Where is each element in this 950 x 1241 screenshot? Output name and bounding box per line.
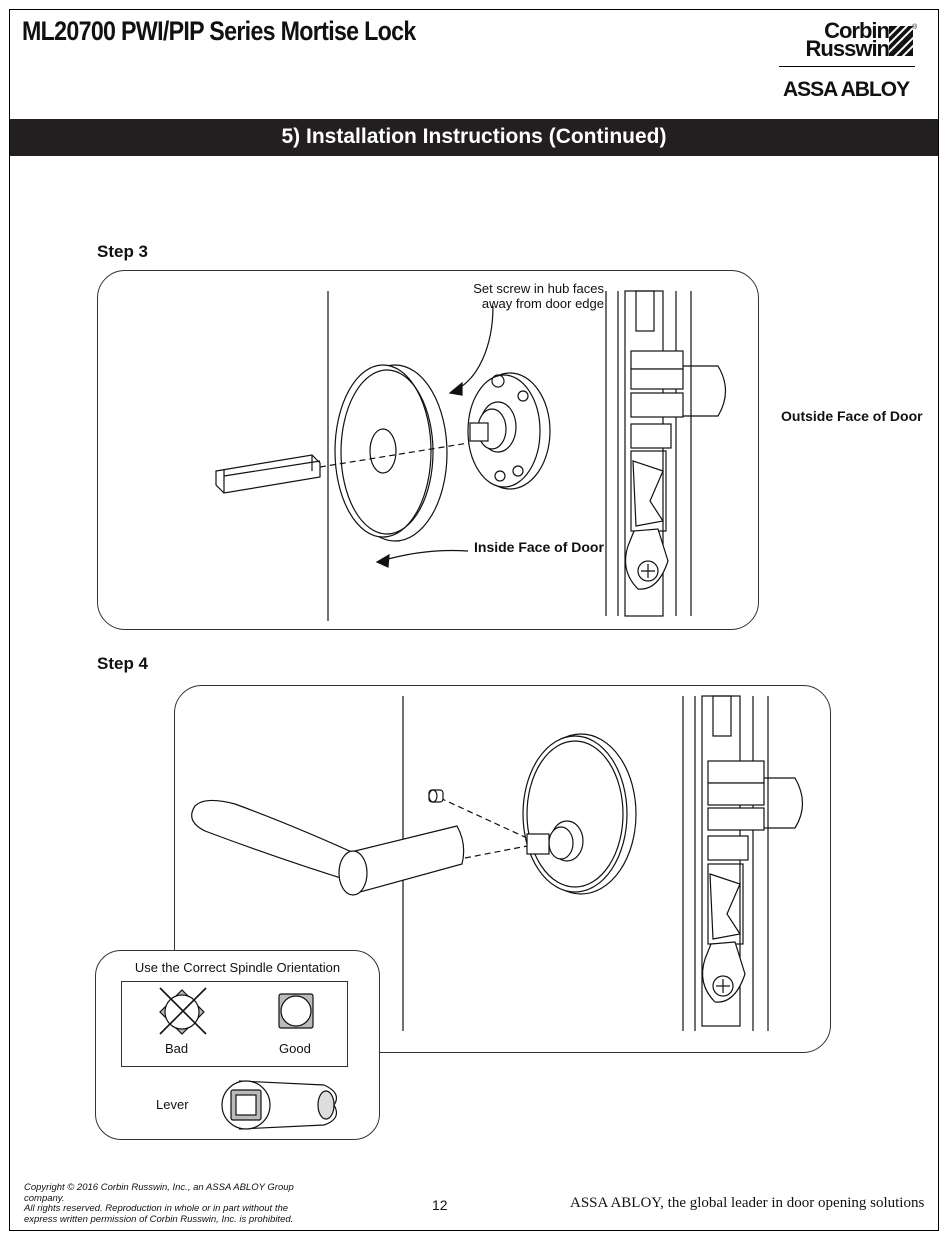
logo-line2: Russwin [805,36,890,61]
set-screw-callout: Set screw in hub faces away from door ed… [473,281,604,311]
step3-illustration [215,290,727,621]
logo-assa-abloy: ASSA ABLOY [783,78,910,101]
page-border [9,9,939,1231]
orientation-icons [159,987,314,1035]
footer-tagline: ASSA ABLOY, the global leader in door op… [570,1195,925,1211]
set-screw-drawing [428,789,444,803]
outside-face-callout: Outside Face of Door [781,408,923,424]
step4-label: Step 4 [97,654,149,673]
good-label: Good [279,1041,311,1056]
mortise-lock-drawing [605,290,727,617]
copyright-notice: Copyright © 2016 Corbin Russwin, Inc., a… [24,1182,324,1225]
step4-illustration-panel [174,685,831,1053]
section-title: 5) Installation Instructions (Continued) [281,125,667,148]
bad-orientation-icon [159,987,207,1035]
logo-stripes-icon [889,26,913,56]
bad-label: Bad [165,1041,189,1056]
step3-illustration-panel [97,270,759,630]
copyright-line3: express written permission of Corbin Rus… [24,1213,294,1225]
mortise-lock-drawing-2 [682,695,804,1031]
page-number: 12 [432,1197,448,1213]
orientation-comparison-box: Bad Good [121,981,348,1067]
spindle-orientation-inset: Use the Correct Spindle Orientation Bad … [95,950,380,1140]
step4-illustration [191,695,804,1031]
section-title-bar: 5) Installation Instructions (Continued) [10,119,938,156]
inside-face-callout: Inside Face of Door [474,539,604,555]
hub-drawing [467,372,551,490]
copyright-line1: Copyright © 2016 Corbin Russwin, Inc., a… [24,1182,294,1204]
lever-drawing [191,799,465,896]
corbin-russwin-logo: Corbin Russwin ® ASSA ABLOY [775,18,935,107]
inset-title: Use the Correct Spindle Orientation [134,960,341,975]
spindle-drawing [215,454,321,494]
logo-wordmark: Corbin Russwin [781,18,915,61]
step3-label: Step 3 [97,242,149,261]
lever-label: Lever [156,1097,189,1112]
registered-mark: ® [912,24,918,31]
logo-line1: Corbin [824,18,890,43]
rose-assembly-drawing [522,733,637,895]
rose-drawing [319,364,519,542]
copyright-line2: All rights reserved. Reproduction in who… [24,1203,289,1214]
lever-spindle-icon [221,1080,337,1130]
document-title: ML20700 PWI/PIP Series Mortise Lock [22,16,416,46]
logo-divider [779,66,915,67]
good-orientation-icon [278,993,314,1029]
